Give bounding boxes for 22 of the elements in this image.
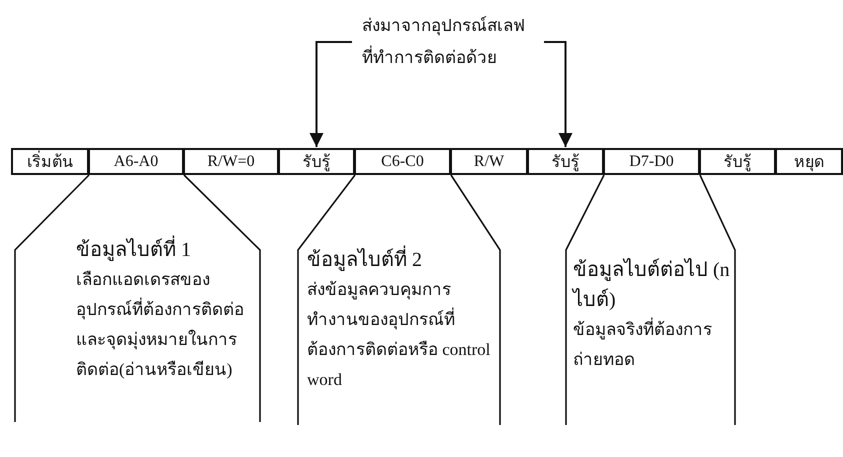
arrow (310, 41, 352, 147)
frame-field: A6-A0 (88, 148, 184, 175)
callout-text: ข้อมูลจริงที่ต้องการถ่ายทอด (573, 315, 731, 375)
callout-text: ส่งข้อมูลควบคุมการทำงานของอุปกรณ์ที่ต้องการติดต่อหรือ control word (307, 279, 492, 391)
frame-field: รับรู้ (527, 148, 604, 175)
callout-bracket (297, 175, 502, 425)
callout-heading: ข้อมูลไบต์ต่อไป (n ไบต์) (573, 257, 731, 313)
frame-field: D7-D0 (603, 148, 700, 175)
frame-field: หยุด (775, 148, 843, 175)
callout-heading: ข้อมูลไบต์ที่ 1 (76, 235, 256, 265)
frame-field: R/W=0 (183, 148, 279, 175)
frame-field: รับรู้ (699, 148, 776, 175)
frame-field: เริ่มต้น (11, 148, 89, 175)
callout-bracket (14, 175, 262, 422)
frame-field: R/W (450, 148, 528, 175)
frame-field: C6-C0 (354, 148, 451, 175)
note-text: ส่งมาจากอุปกรณ์สเลฟที่ทำการติดต่อด้วย (362, 10, 534, 74)
callout-bracket (565, 175, 737, 425)
callout-heading: ข้อมูลไบต์ที่ 2 (307, 245, 499, 275)
frame-field: รับรู้ (278, 148, 355, 175)
callout-text: เลือกแอดเดรสของอุปกรณ์ที่ต้องการติดต่อและจุดมุ่งหมายในการติดต่อ(อ่านหรือเขียน) (76, 269, 245, 381)
arrow (544, 41, 572, 147)
